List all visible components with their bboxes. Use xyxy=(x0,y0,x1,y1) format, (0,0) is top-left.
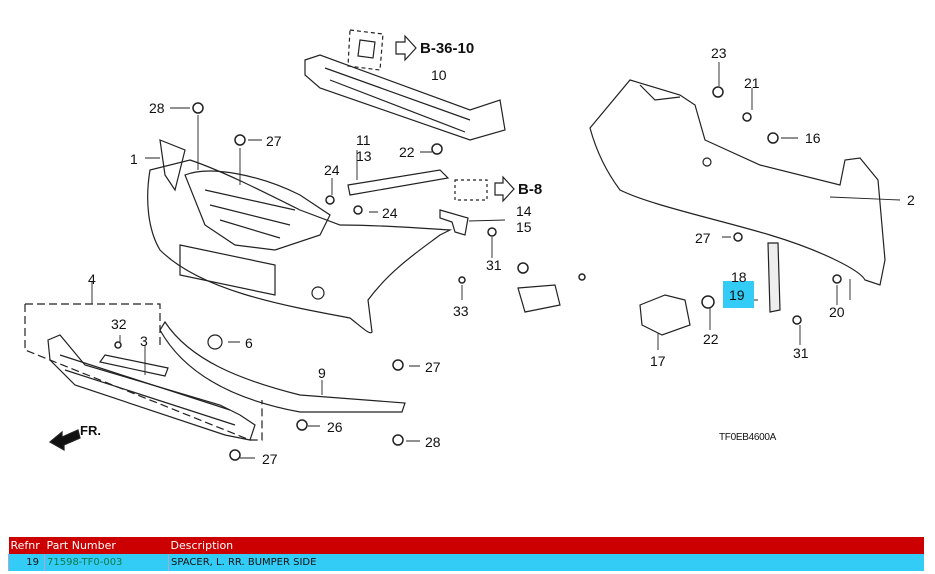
callout-22-lower[interactable]: 22 xyxy=(703,331,719,347)
callout-27-right[interactable]: 27 xyxy=(695,230,711,246)
fastener-icons xyxy=(114,86,842,461)
row-refnr: 19 xyxy=(8,554,45,571)
callout-6[interactable]: 6 xyxy=(245,335,253,351)
front-grille xyxy=(184,170,331,251)
callout-9[interactable]: 9 xyxy=(318,365,326,381)
callout-17[interactable]: 17 xyxy=(650,353,666,369)
callout-26[interactable]: 26 xyxy=(327,419,343,435)
callout-20[interactable]: 20 xyxy=(829,304,845,320)
parts-table-header: Refnr Part Number Description xyxy=(8,537,924,554)
front-direction-label: FR. xyxy=(80,423,101,438)
header-refnr: Refnr xyxy=(8,537,45,554)
callout-31-center[interactable]: 31 xyxy=(486,257,502,273)
table-row[interactable]: 19 71598-TF0-003 SPACER, L. RR. BUMPER S… xyxy=(8,554,924,571)
callout-24-upper[interactable]: 24 xyxy=(324,162,340,178)
spacer-part xyxy=(767,242,781,313)
callout-23[interactable]: 23 xyxy=(711,45,727,61)
row-part-number[interactable]: 71598-TF0-003 xyxy=(44,554,169,571)
callout-32[interactable]: 32 xyxy=(111,316,127,332)
callout-1[interactable]: 1 xyxy=(130,151,138,167)
parts-table: Refnr Part Number Description 19 71598-T… xyxy=(8,537,924,571)
callout-18[interactable]: 18 xyxy=(731,269,747,285)
under-spoiler xyxy=(159,320,406,413)
callout-27-top[interactable]: 27 xyxy=(266,133,282,149)
callout-27-mid[interactable]: 27 xyxy=(425,359,441,375)
rear-bumper-cover xyxy=(589,79,886,286)
callout-22-upper[interactable]: 22 xyxy=(399,144,415,160)
callout-28-bottom[interactable]: 28 xyxy=(425,434,441,450)
diagram-drawing xyxy=(24,29,901,461)
callout-11[interactable]: 11 xyxy=(356,132,371,148)
bracket-17 xyxy=(639,294,691,336)
ref-link-b-36-10[interactable]: B-36-10 xyxy=(420,40,475,57)
callout-27-bottom[interactable]: 27 xyxy=(262,451,278,467)
callout-28-top[interactable]: 28 xyxy=(149,100,165,116)
callout-14[interactable]: 14 xyxy=(516,203,532,219)
callout-3[interactable]: 3 xyxy=(140,333,148,349)
parts-diagram: B-36-10 B-8 FR. 1 2 3 4 6 9 10 11 13 14 … xyxy=(24,29,915,467)
callout-15[interactable]: 15 xyxy=(516,219,532,235)
callout-21[interactable]: 21 xyxy=(744,75,760,91)
leader-lines xyxy=(91,62,901,459)
header-description: Description xyxy=(168,537,924,554)
callout-13[interactable]: 13 xyxy=(356,148,372,164)
callout-19[interactable]: 19 xyxy=(729,287,745,303)
header-part-number: Part Number xyxy=(44,537,169,554)
callout-31-right[interactable]: 31 xyxy=(793,345,809,361)
lower-grille xyxy=(47,334,256,441)
callout-16[interactable]: 16 xyxy=(805,130,821,146)
callout-33[interactable]: 33 xyxy=(453,303,469,319)
diagram-code: TF0EB4600A xyxy=(719,432,777,443)
bumper-beam xyxy=(304,54,506,141)
ref-link-b-8[interactable]: B-8 xyxy=(518,181,543,198)
front-bumper-cover xyxy=(147,159,453,334)
callout-10[interactable]: 10 xyxy=(431,67,447,83)
callout-4[interactable]: 4 xyxy=(88,271,96,287)
highlighted-callout-box xyxy=(723,281,754,308)
callout-24-lower[interactable]: 24 xyxy=(382,205,398,221)
callout-2[interactable]: 2 xyxy=(907,192,915,208)
front-arrow-icon xyxy=(48,429,81,452)
row-description: SPACER, L. RR. BUMPER SIDE xyxy=(168,554,924,571)
